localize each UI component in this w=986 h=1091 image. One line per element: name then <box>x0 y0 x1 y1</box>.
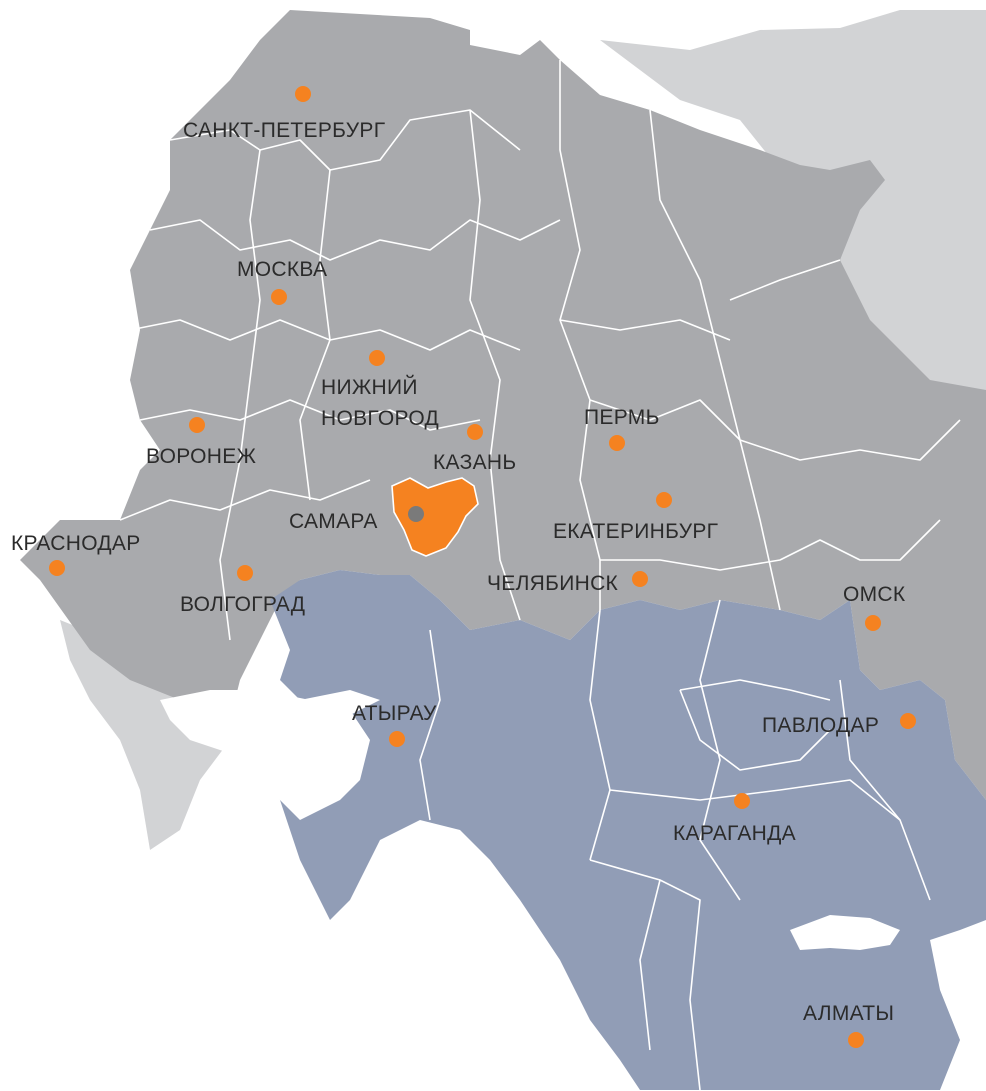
label-karaganda: КАРАГАНДА <box>673 822 796 845</box>
city-dot-nn[interactable] <box>369 350 385 366</box>
city-labels: САНКТ-ПЕТЕРБУРГ МОСКВА НИЖНИЙ НОВГОРОД В… <box>11 119 906 1025</box>
city-dot-perm[interactable] <box>609 435 625 451</box>
label-omsk: ОМСК <box>843 583 906 606</box>
samara-region-highlight[interactable] <box>391 477 479 557</box>
region-borders <box>119 60 961 1091</box>
label-chelyabinsk: ЧЕЛЯБИНСК <box>487 572 619 595</box>
city-dot-voronezh[interactable] <box>189 417 205 433</box>
label-voronezh: ВОРОНЕЖ <box>146 445 256 468</box>
russia-land <box>20 10 986 800</box>
city-dot-volgograd[interactable] <box>237 565 253 581</box>
city-dot-moscow[interactable] <box>271 289 287 305</box>
city-dot-krasnodar[interactable] <box>49 560 65 576</box>
balkhash-lake <box>790 915 900 950</box>
label-kazan: КАЗАНЬ <box>433 451 516 474</box>
label-atyrau: АТЫРАУ <box>352 702 437 725</box>
label-almaty: АЛМАТЫ <box>803 1002 894 1025</box>
label-volgograd: ВОЛГОГРАД <box>180 593 305 616</box>
city-dot-samara[interactable] <box>408 506 424 522</box>
city-dot-chelyabinsk[interactable] <box>632 571 648 587</box>
city-dot-kazan[interactable] <box>467 424 483 440</box>
city-dot-atyrau[interactable] <box>389 731 405 747</box>
city-dot-omsk[interactable] <box>865 615 881 631</box>
city-dot-karaganda[interactable] <box>734 793 750 809</box>
label-krasnodar: КРАСНОДАР <box>11 532 141 555</box>
label-ekb: ЕКАТЕРИНБУРГ <box>553 520 718 543</box>
label-pavlodar: ПАВЛОДАР <box>762 714 879 737</box>
city-dot-spb[interactable] <box>295 86 311 102</box>
label-perm: ПЕРМЬ <box>584 406 660 429</box>
kazakhstan-land <box>270 570 986 1090</box>
city-dot-pavlodar[interactable] <box>900 713 916 729</box>
city-dot-almaty[interactable] <box>848 1032 864 1048</box>
caspian-sea <box>160 690 370 820</box>
caucasus-land <box>60 620 230 850</box>
city-markers <box>49 86 916 1048</box>
label-moscow: МОСКВА <box>237 258 327 281</box>
label-spb: САНКТ-ПЕТЕРБУРГ <box>183 119 385 142</box>
label-samara: САМАРА <box>289 510 378 533</box>
city-dot-ekb[interactable] <box>656 492 672 508</box>
label-nn-line2: НОВГОРОД <box>321 407 439 430</box>
label-nn-line1: НИЖНИЙ <box>321 375 418 399</box>
